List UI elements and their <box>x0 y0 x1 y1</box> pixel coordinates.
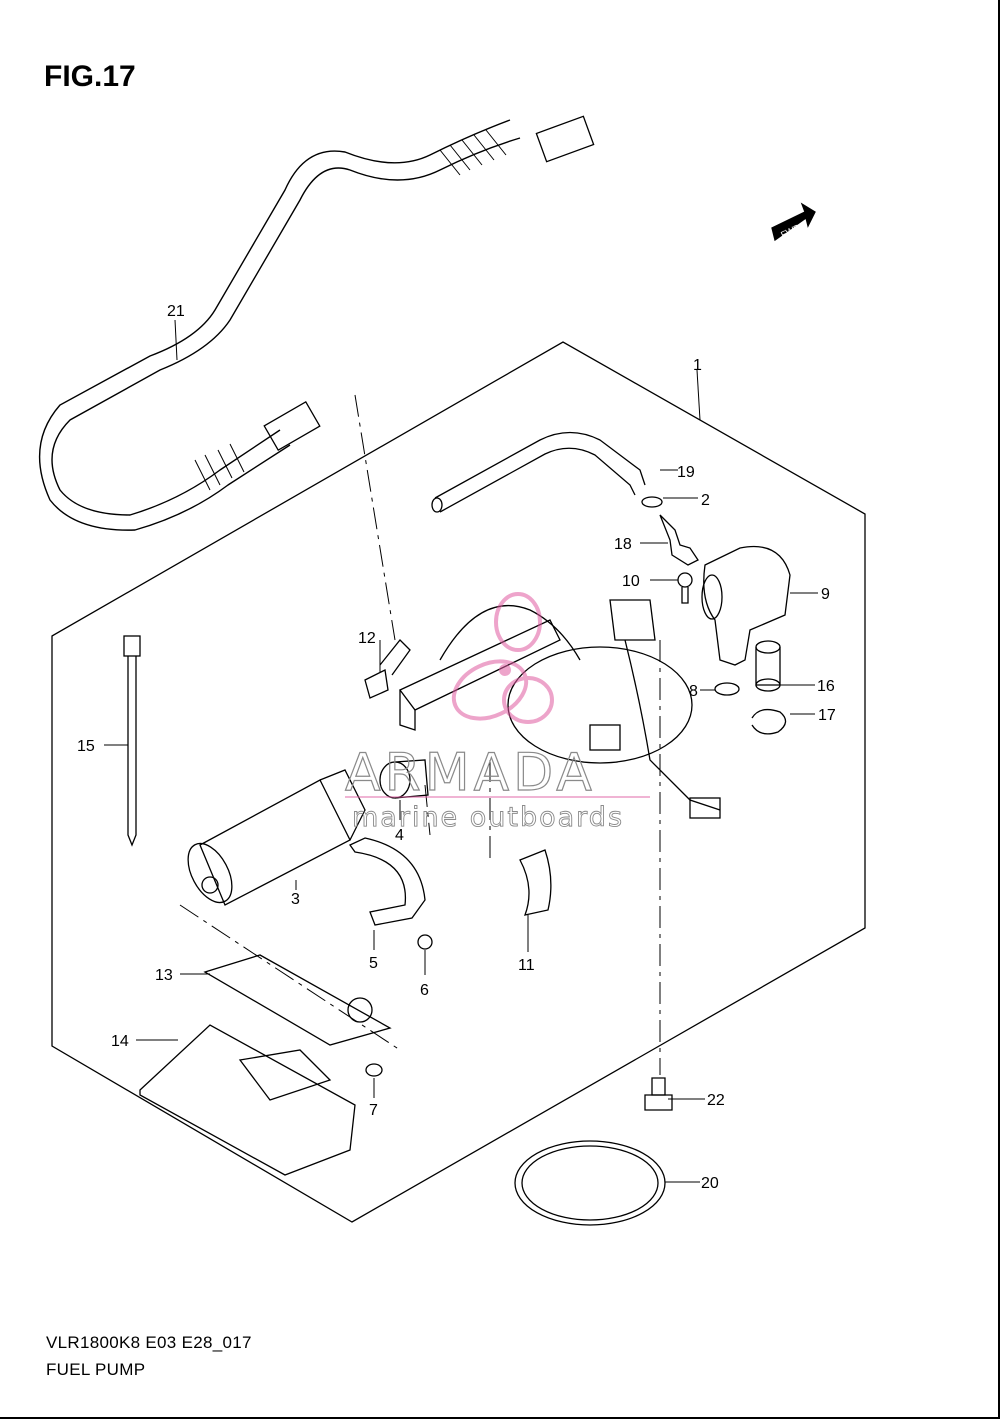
pump-flange <box>398 599 721 819</box>
figure-name: FUEL PUMP <box>46 1360 146 1379</box>
callout-4: 4 <box>395 827 404 844</box>
part-22-bolt <box>644 1077 673 1111</box>
watermark-logo <box>451 592 554 724</box>
callout-1: 1 <box>693 357 702 374</box>
callout-17: 17 <box>818 707 836 724</box>
part-2-clip <box>641 496 663 508</box>
model-code: VLR1800K8 E03 E28_017 <box>46 1333 252 1352</box>
part-18-fitting <box>659 514 699 566</box>
guide-lines <box>179 394 661 1075</box>
callout-14: 14 <box>111 1033 129 1050</box>
part-19-tube <box>431 431 646 513</box>
callout-10: 10 <box>622 573 640 590</box>
callout-12: 12 <box>358 630 376 647</box>
part-17-clip <box>751 708 787 735</box>
part-13-plate <box>203 954 392 1046</box>
part-20-ring <box>514 1140 666 1226</box>
callout-3: 3 <box>291 891 300 908</box>
part-7-oring <box>365 1063 383 1077</box>
part-15-cable-tie <box>123 635 141 847</box>
callout-16: 16 <box>817 678 835 695</box>
part-12-plug <box>364 639 411 699</box>
callout-9: 9 <box>821 586 830 603</box>
part-9-bracket <box>701 545 791 666</box>
watermark-tagline: marine outboards <box>352 802 624 833</box>
callout-2: 2 <box>701 492 710 509</box>
callout-7: 7 <box>369 1102 378 1119</box>
part-21-hose <box>38 115 595 531</box>
part-11-rubber <box>519 849 552 916</box>
callout-21: 21 <box>167 303 185 320</box>
callout-15: 15 <box>77 738 95 755</box>
watermark-brand: ARMADA <box>345 743 596 803</box>
callout-11: 11 <box>518 957 535 974</box>
part-14-cover <box>139 1024 356 1176</box>
part-3-pump <box>187 769 366 906</box>
part-5-strap <box>349 837 426 926</box>
part-10-screw <box>677 572 693 604</box>
callout-18: 18 <box>614 536 632 553</box>
part-6-screw <box>417 934 433 950</box>
callout-22: 22 <box>707 1092 725 1109</box>
callout-13: 13 <box>155 967 173 984</box>
callout-6: 6 <box>420 982 429 999</box>
assembly-outline <box>51 341 866 1223</box>
part-16-fitting <box>755 640 781 692</box>
callout-20: 20 <box>701 1175 719 1192</box>
callout-19: 19 <box>677 464 695 481</box>
callout-5: 5 <box>369 955 378 972</box>
leader-lines <box>104 319 818 1183</box>
fwd-arrow-icon <box>771 202 816 242</box>
part-8-oring <box>714 682 740 696</box>
callout-8: 8 <box>689 683 698 700</box>
figure-title: FIG.17 <box>44 60 136 93</box>
